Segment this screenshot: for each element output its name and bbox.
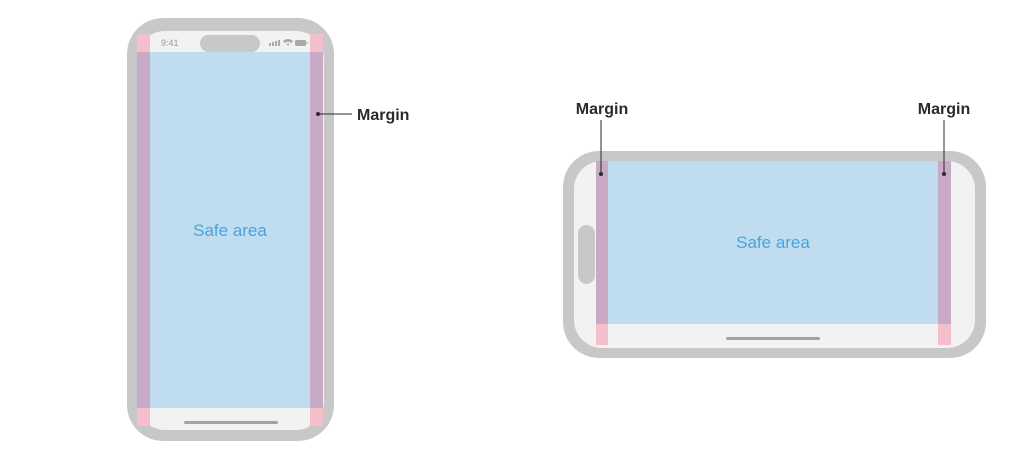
portrait-right-top-edge [310,34,323,52]
portrait-status-time: 9:41 [161,38,179,48]
landscape-left-margin [596,161,608,324]
landscape-dynamic-island [578,225,595,284]
portrait-safe-area [150,52,310,408]
landscape-safe-area [608,161,938,324]
portrait-wifi-icon [283,39,293,46]
portrait-battery-icon [295,40,308,46]
landscape-left-margin-callout-dot [599,172,603,176]
landscape-right-margin [938,161,951,324]
portrait-phone: 9:41 Safe area Margin [127,18,409,441]
landscape-left-bottom-edge [596,324,608,345]
portrait-right-bottom-edge [310,408,323,426]
portrait-left-bottom-edge [137,408,150,426]
portrait-home-indicator [184,421,278,424]
portrait-left-top-edge [137,34,150,52]
portrait-margin-label: Margin [357,107,409,124]
landscape-home-indicator [726,337,820,340]
portrait-signal-icon [269,40,280,46]
landscape-right-margin-callout-dot [942,172,946,176]
landscape-safe-area-label: Safe area [736,233,810,252]
portrait-left-margin [137,52,150,408]
portrait-right-margin [310,52,323,408]
portrait-safe-area-label: Safe area [193,221,267,240]
landscape-phone: Safe area Margin Margin [563,101,986,358]
portrait-dynamic-island [200,35,260,52]
landscape-left-margin-label: Margin [576,101,628,118]
landscape-right-bottom-edge [938,324,951,345]
landscape-right-margin-label: Margin [918,101,970,118]
